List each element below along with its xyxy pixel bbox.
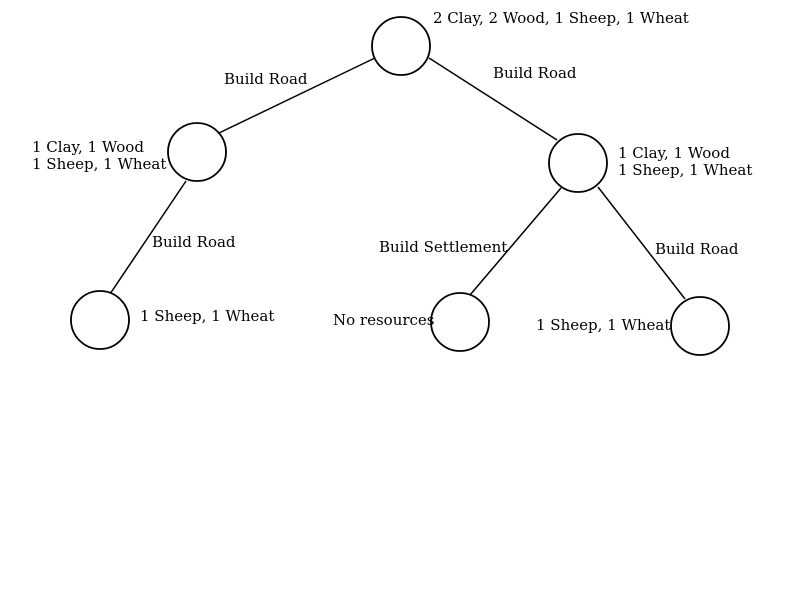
edge-right-rightleft-action: Build Settlement — [379, 238, 508, 256]
edge-root-left — [218, 56, 378, 134]
node-right-resources-line1: 1 Clay, 1 Wood — [618, 144, 730, 162]
node-right-left — [430, 292, 490, 352]
edge-root-right-action: Build Road — [493, 64, 577, 82]
node-right-right — [670, 296, 730, 356]
edge-right-rightright — [597, 186, 686, 300]
edge-left-leftleft-action: Build Road — [152, 233, 236, 251]
edge-right-rightleft — [469, 187, 562, 296]
node-root-resources: 2 Clay, 2 Wood, 1 Sheep, 1 Wheat — [433, 9, 689, 27]
node-left-left — [70, 290, 130, 350]
edge-left-leftleft — [109, 180, 187, 295]
node-right — [548, 133, 608, 193]
node-left-left-resources: 1 Sheep, 1 Wheat — [140, 307, 275, 325]
node-root — [371, 16, 431, 76]
node-right-left-resources: No resources — [333, 311, 435, 329]
edge-root-left-action: Build Road — [224, 70, 308, 88]
node-left-resources-line1: 1 Clay, 1 Wood — [32, 138, 144, 156]
node-right-right-resources: 1 Sheep, 1 Wheat — [536, 316, 671, 334]
edge-right-rightright-action: Build Road — [655, 240, 739, 258]
node-left-resources-line2: 1 Sheep, 1 Wheat — [32, 155, 167, 173]
node-left — [167, 122, 227, 182]
node-right-resources-line2: 1 Sheep, 1 Wheat — [618, 161, 753, 179]
edge-root-right — [428, 57, 558, 141]
